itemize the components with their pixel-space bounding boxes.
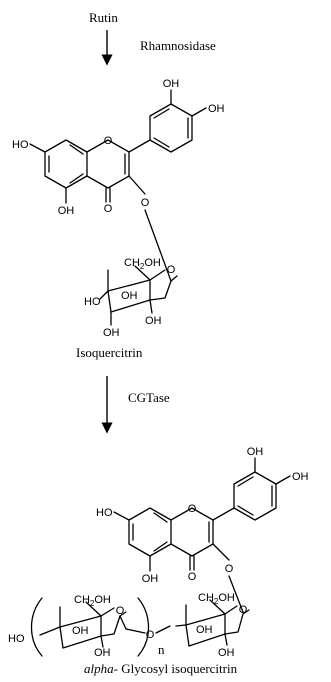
oh-label: OH	[208, 103, 225, 115]
rutin-label: Rutin	[89, 10, 118, 25]
oh-label: OH	[247, 446, 264, 458]
oh-label: OH	[58, 205, 75, 217]
ring-oxygen-label: O	[104, 135, 113, 147]
ring-oxygen-label: O	[188, 503, 197, 515]
glycosyl-isoquercitrin-structure: OH OH HO O O OH O CH2OH O OH OH CH2OH O …	[8, 446, 309, 659]
repeat-index-label: n	[158, 642, 165, 657]
oh-label: OH	[121, 290, 138, 302]
isoquercitrin-label: Isoquercitrin	[76, 345, 143, 360]
ho-label: HO	[84, 296, 101, 308]
oh-label: OH	[142, 573, 159, 585]
ho-label: HO	[96, 507, 113, 519]
product-label: alpha- Glycosyl isoquercitrin	[84, 661, 237, 677]
oh-label: OH	[292, 471, 309, 483]
glycosidic-oxygen-label: O	[225, 563, 234, 575]
ho-label: HO	[12, 139, 29, 151]
ch2oh-label: CH2OH	[198, 592, 235, 606]
oh-label: OH	[103, 327, 120, 339]
oh-label: OH	[218, 647, 235, 659]
glycosidic-oxygen-label: O	[141, 197, 150, 209]
ring-oxygen-label: O	[167, 264, 176, 276]
ch2oh-label: CH2OH	[124, 257, 161, 271]
oh-label: OH	[72, 625, 89, 637]
ho-label: HO	[8, 633, 25, 645]
cgtase-label: CGTase	[128, 390, 170, 405]
oh-label: OH	[196, 624, 213, 636]
carbonyl-oxygen-label: O	[188, 571, 197, 583]
oh-label: OH	[145, 315, 162, 327]
linker-oxygen-label: O	[146, 629, 155, 641]
ch2oh-label: CH2OH	[74, 594, 111, 608]
carbonyl-oxygen-label: O	[104, 203, 113, 215]
isoquercitrin-structure: OH OH HO O O OH O CH2OH O HO OH OH OH	[12, 78, 225, 339]
oh-label: OH	[163, 78, 180, 90]
ring-oxygen-label: O	[239, 604, 248, 616]
oh-label: OH	[94, 647, 111, 659]
product-rest: Glycosyl isoquercitrin	[117, 661, 238, 676]
ring-oxygen-label: O	[116, 605, 125, 617]
product-prefix: alpha-	[84, 661, 118, 676]
rhamnosidase-label: Rhamnosidase	[140, 38, 216, 53]
